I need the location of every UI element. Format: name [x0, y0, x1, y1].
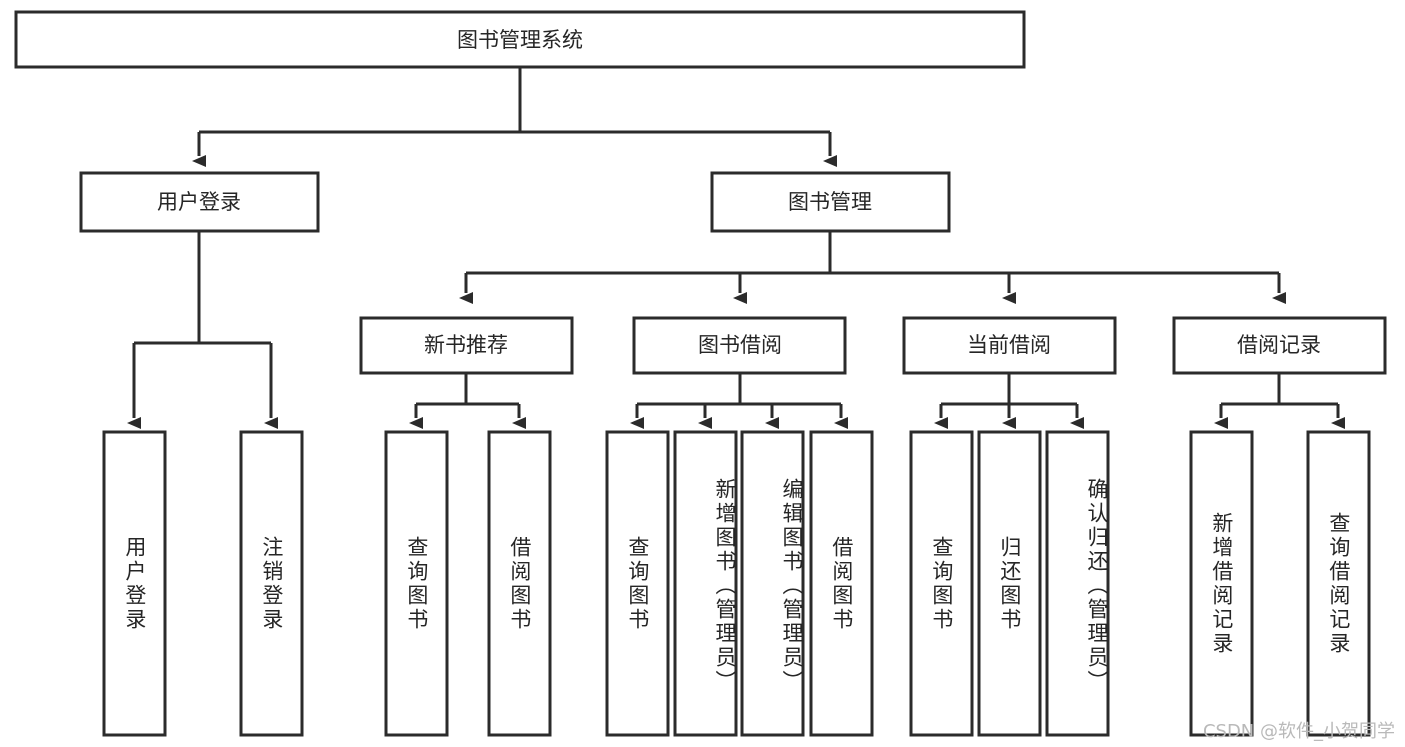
leaf-box-borrow-book-2[interactable]	[809, 430, 874, 737]
watermark-text: CSDN @软件_小贺同学	[1202, 721, 1395, 742]
leaf-box-edit-book[interactable]	[740, 430, 805, 737]
leaf-box-query-book-1[interactable]	[384, 430, 449, 737]
node-book-borrow[interactable]: 图书借阅	[632, 316, 847, 375]
connector-userlogin-to-leaves	[127, 231, 278, 429]
leaf-box-add-book[interactable]	[673, 430, 738, 737]
leaf-box-return-book[interactable]	[977, 430, 1042, 737]
node-book-management-label: 图书管理	[788, 190, 872, 214]
connector-root-to-level2	[192, 66, 837, 167]
connector-borrowrecord-to-leaves	[1214, 373, 1345, 429]
connector-currentborrow-to-leaves	[934, 373, 1084, 429]
node-current-borrow[interactable]: 当前借阅	[902, 316, 1117, 375]
node-new-book-recommend-label: 新书推荐	[424, 333, 508, 357]
leaf-box-query-book-3[interactable]	[909, 430, 974, 737]
leaf-box-user-login[interactable]	[102, 430, 167, 737]
node-borrow-record-label: 借阅记录	[1237, 333, 1321, 357]
node-book-management[interactable]: 图书管理	[710, 171, 951, 233]
node-user-login[interactable]: 用户登录	[79, 171, 320, 233]
leaf-box-query-record[interactable]	[1306, 430, 1371, 737]
node-root[interactable]: 图书管理系统	[14, 10, 1026, 69]
connector-bookborrow-to-leaves	[630, 373, 848, 429]
node-new-book-recommend[interactable]: 新书推荐	[359, 316, 574, 375]
node-root-label: 图书管理系统	[457, 28, 583, 52]
node-user-login-label: 用户登录	[157, 190, 241, 214]
leaf-box-add-record[interactable]	[1189, 430, 1254, 737]
leaf-box-query-book-2[interactable]	[605, 430, 670, 737]
node-book-borrow-label: 图书借阅	[698, 333, 782, 357]
connector-newbook-to-leaves	[409, 373, 526, 429]
node-current-borrow-label: 当前借阅	[967, 333, 1051, 357]
connector-bookmgmt-to-level3	[459, 231, 1286, 304]
leaf-box-user-logout[interactable]	[239, 430, 304, 737]
leaf-box-confirm-return[interactable]	[1045, 430, 1110, 737]
node-borrow-record[interactable]: 借阅记录	[1172, 316, 1387, 375]
leaf-boxes	[102, 430, 1371, 737]
leaf-box-borrow-book-1[interactable]	[487, 430, 552, 737]
